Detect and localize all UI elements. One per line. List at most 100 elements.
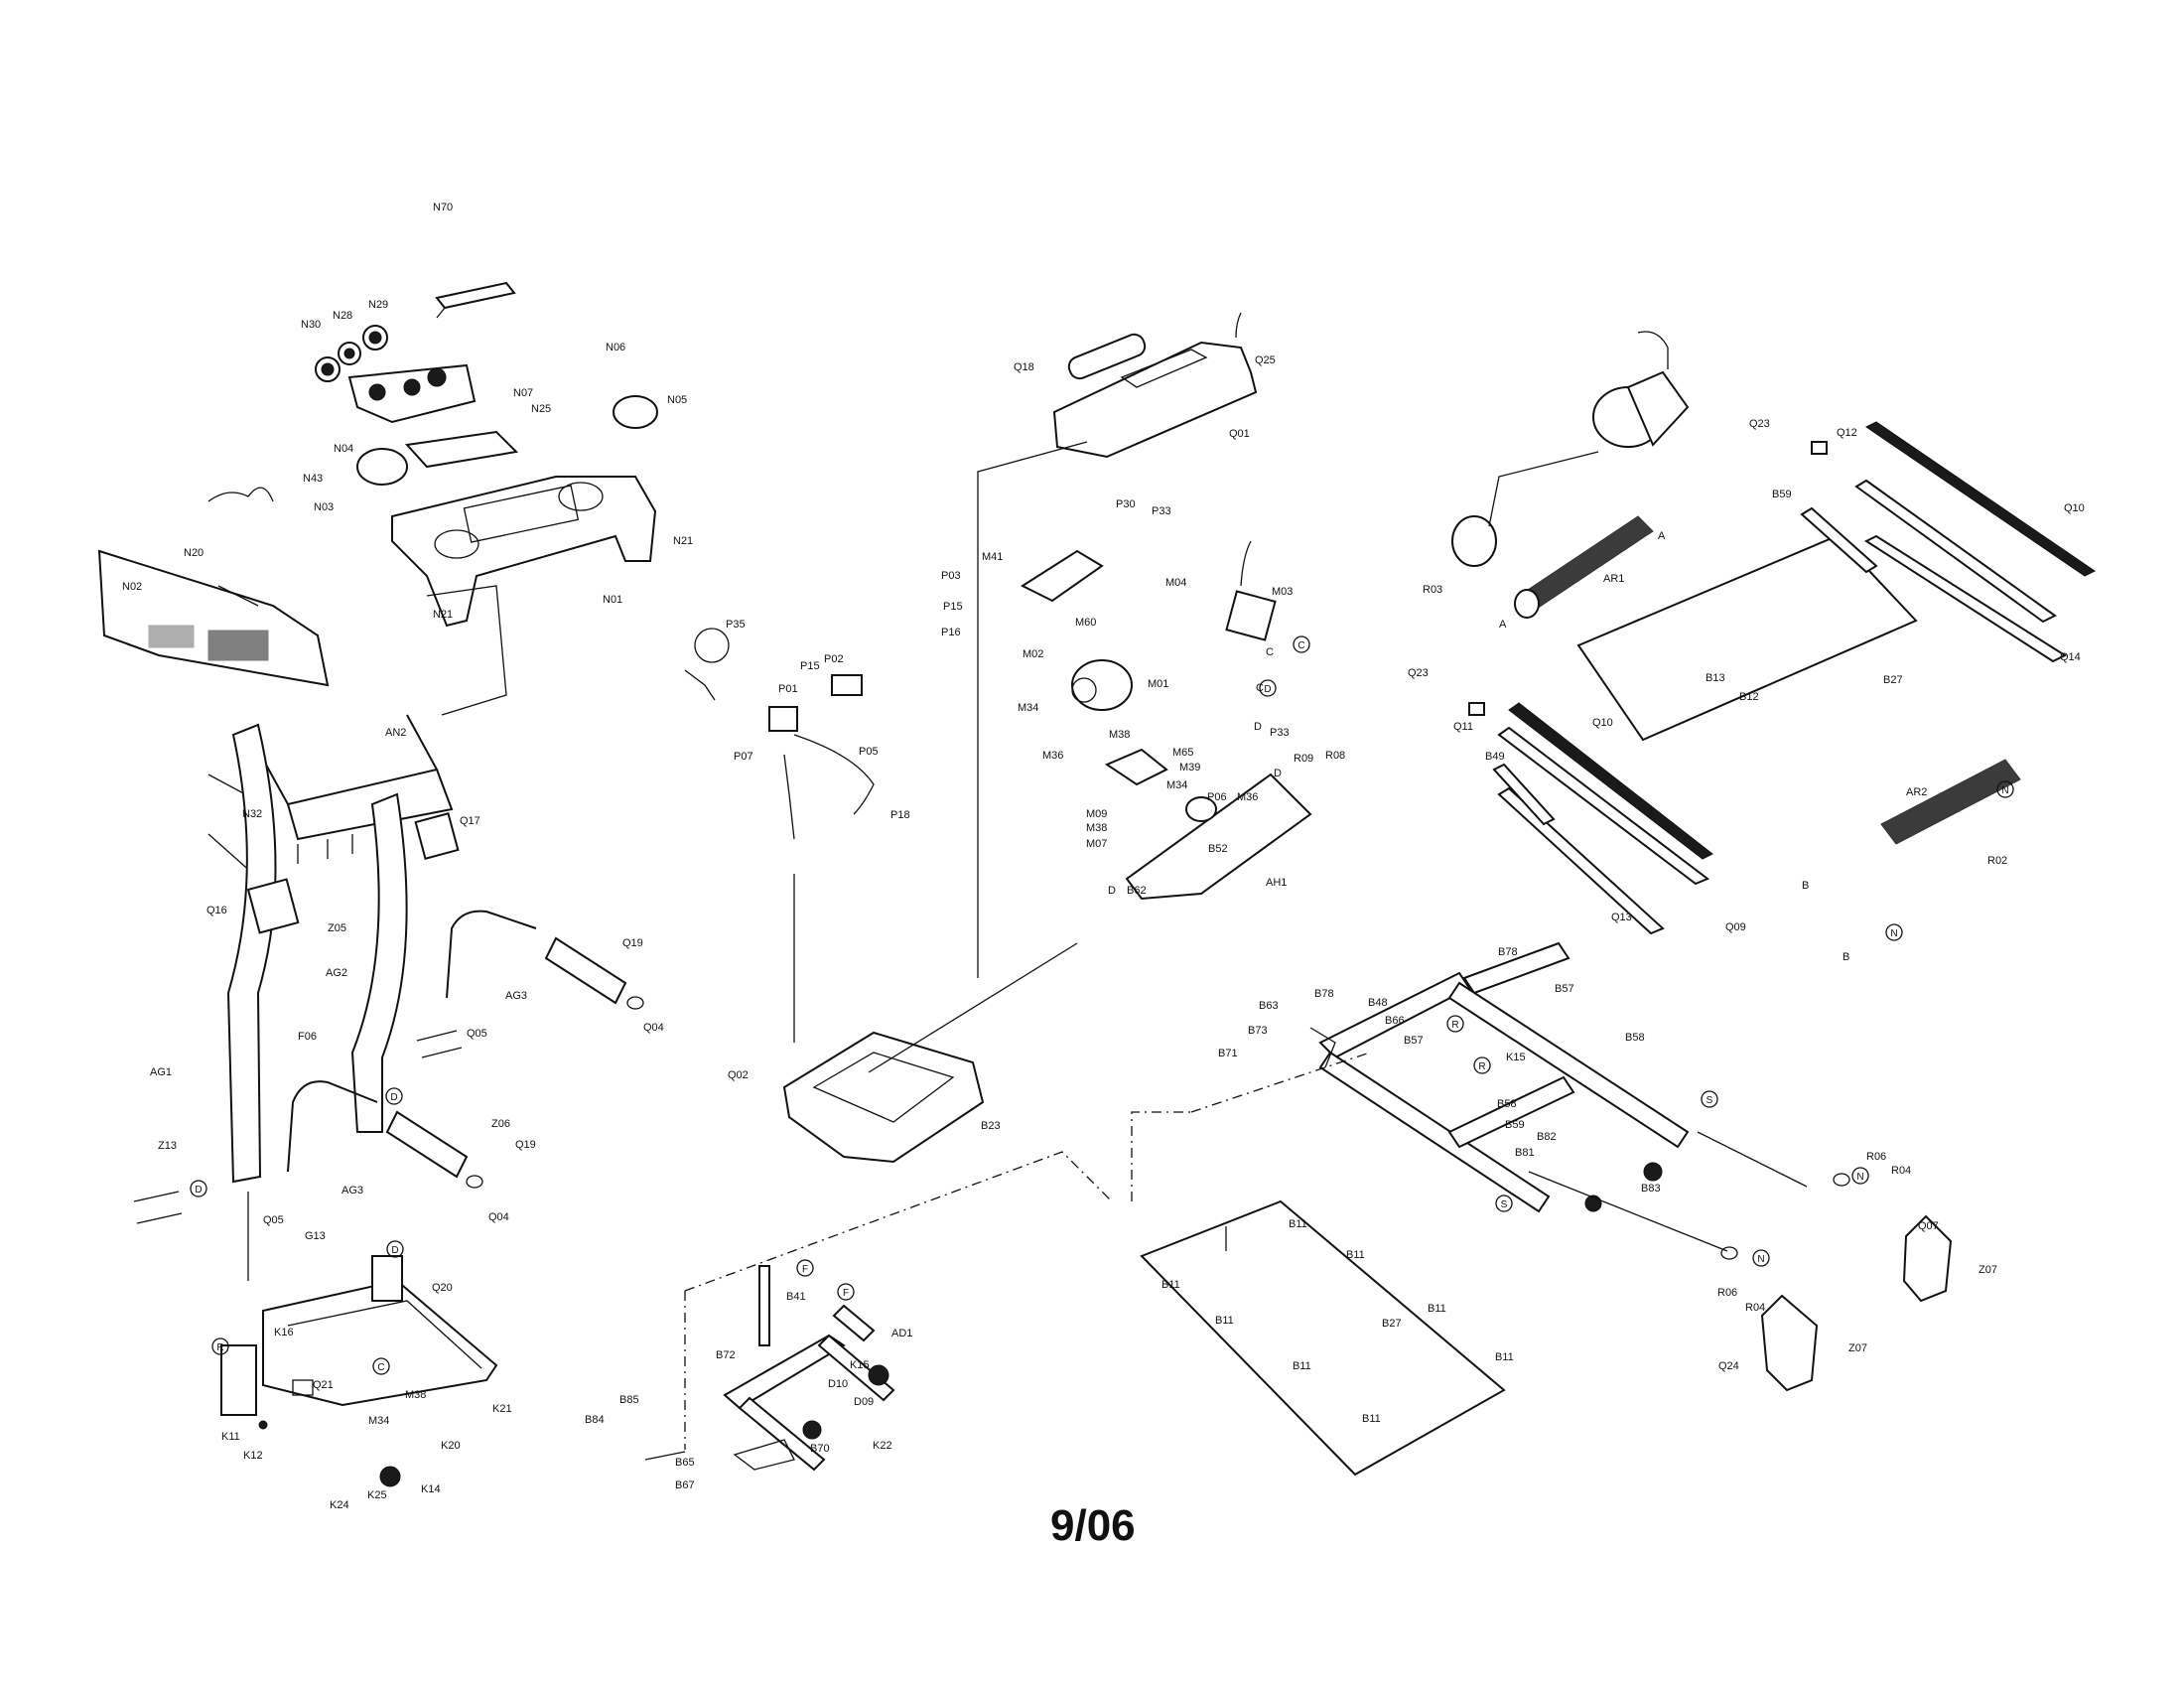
part-label-b59b: B59 [1505,1119,1525,1131]
circled-marker: C [1293,635,1310,653]
circled-marker: C [372,1357,390,1375]
part-label-m36a: M36 [1042,750,1063,762]
part-label-m04: M04 [1165,577,1186,589]
part-label-n07: N07 [513,387,533,399]
part-label-z07a: Z07 [1979,1264,1997,1276]
part-label-m34b: M34 [1018,702,1038,714]
motor-hood-assembly [684,312,1312,1164]
part-label-b85: B85 [619,1394,639,1406]
reference-letter: B [1802,880,1809,892]
part-label-r06a: R06 [1866,1151,1886,1163]
part-label-n02: N02 [122,581,142,593]
part-label-q25: Q25 [1255,354,1276,366]
part-label-r09: R09 [1294,753,1313,765]
part-label-b11a: B11 [1289,1218,1307,1230]
part-label-q24: Q24 [1718,1360,1739,1372]
part-q20 [371,1255,403,1302]
part-ag2 [350,792,408,1133]
part-n70 [435,281,516,310]
part-label-m07: M07 [1086,838,1107,850]
circled-marker: R [1446,1015,1464,1033]
part-label-n05: N05 [667,394,687,406]
part-ar1 [1518,515,1654,612]
part-ar2 [1880,759,2021,845]
svg-text:D: D [391,1245,398,1256]
part-label-ad1: AD1 [891,1328,912,1339]
part-label-n03: N03 [314,501,334,513]
part-q09-left [1497,726,1709,886]
part-label-q09: Q09 [1725,921,1746,933]
part-label-z13: Z13 [158,1140,177,1152]
part-label-b57a: B57 [1555,983,1574,995]
part-p35 [694,628,730,663]
reference-letter: C [1266,646,1274,658]
part-q11 [1468,702,1485,716]
svg-text:N: N [1890,928,1897,939]
svg-text:F: F [843,1288,849,1299]
part-n25 [404,430,519,469]
part-label-b11e: B11 [1428,1303,1446,1315]
part-label-b11b: B11 [1161,1279,1180,1291]
part-label-an2: AN2 [385,727,406,739]
part-q01 [1052,341,1258,459]
part-label-n32: N32 [242,808,262,820]
circled-marker: F [837,1283,855,1301]
part-label-n70: N70 [433,202,453,213]
circled-marker: N [1996,780,2014,798]
part-label-p33a: P33 [1152,505,1171,517]
svg-text:R: R [1478,1061,1485,1072]
part-ag3-upper [446,910,537,999]
date-code: 9/06 [1050,1501,1136,1550]
part-label-b83: B83 [1641,1183,1661,1195]
part-label-k12: K12 [243,1450,263,1462]
part-label-p30: P30 [1116,498,1136,510]
part-label-b57b: B57 [1404,1035,1424,1047]
part-label-m39: M39 [1179,762,1200,774]
part-b27-top [1576,534,1918,742]
main-frame [684,941,1953,1477]
part-label-q14: Q14 [2060,651,2081,663]
svg-text:D: D [195,1185,202,1196]
part-label-b27b: B27 [1382,1318,1402,1330]
part-label-k14: K14 [421,1483,441,1495]
base-frame-left [220,1255,498,1487]
part-label-b11f: B11 [1293,1360,1311,1372]
part-label-r08: R08 [1325,750,1345,762]
part-label-b84: B84 [585,1414,605,1426]
part-label-q18: Q18 [1014,361,1034,373]
part-label-p01: P01 [778,683,798,695]
part-labels: N70N29N28N30N07N25N06N05N04N43N03N21N21N… [122,202,2085,1511]
part-label-q12: Q12 [1837,427,1857,439]
part-label-b11g: B11 [1495,1351,1514,1363]
circled-marker: D [190,1180,207,1197]
reference-letter: D [1108,885,1116,897]
part-label-n20: N20 [184,547,204,559]
part-ag3-lower [287,1080,378,1173]
part-label-ag1: AG1 [150,1066,172,1078]
reference-letter: D [1274,768,1282,779]
part-label-p07: P07 [734,751,753,763]
part-label-n25: N25 [531,403,551,415]
part-label-m38a: M38 [405,1389,426,1401]
part-q10-left [1508,702,1713,860]
part-q19-upper [544,936,627,1005]
part-label-q19b: Q19 [515,1139,536,1151]
part-label-q04b: Q04 [488,1211,509,1223]
part-label-m36b: M36 [1237,791,1258,803]
part-label-b59a: B59 [1772,489,1792,500]
part-p01 [768,706,798,732]
circled-marker: D [1259,679,1277,697]
circled-marker: D [386,1240,404,1258]
part-label-k11: K11 [221,1431,240,1443]
deck-assembly [1451,331,2096,935]
part-label-p15b: P15 [800,660,820,672]
part-p02 [831,674,863,696]
part-label-q11: Q11 [1453,721,1473,733]
part-b59 [1800,506,1878,574]
part-label-k20: K20 [441,1440,461,1452]
part-label-b70: B70 [810,1443,830,1455]
svg-text:N: N [1856,1172,1863,1183]
circled-marker: R [211,1337,229,1355]
part-label-b23: B23 [981,1120,1001,1132]
